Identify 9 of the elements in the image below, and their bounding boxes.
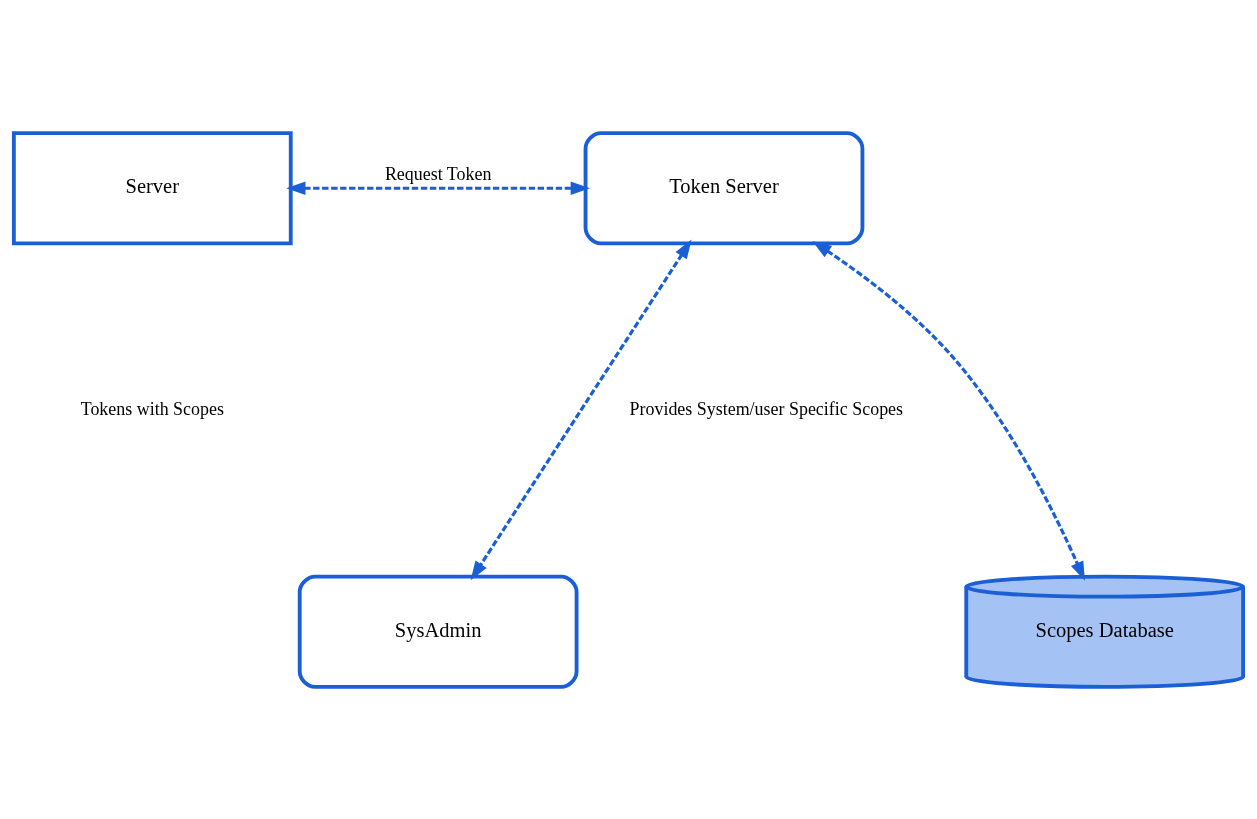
arrow: [470, 239, 692, 580]
arrow: [812, 240, 1085, 581]
label: Tokens with Scopes: [80, 398, 224, 419]
node-box: Server: [11, 130, 293, 245]
node-box: Token Server: [583, 130, 865, 245]
edge-label: Provides System/user Specific Scopes: [629, 398, 904, 419]
node-box: SysAdmin: [297, 574, 579, 689]
edge-label: Request Token: [384, 163, 492, 184]
arrow: [286, 181, 590, 195]
